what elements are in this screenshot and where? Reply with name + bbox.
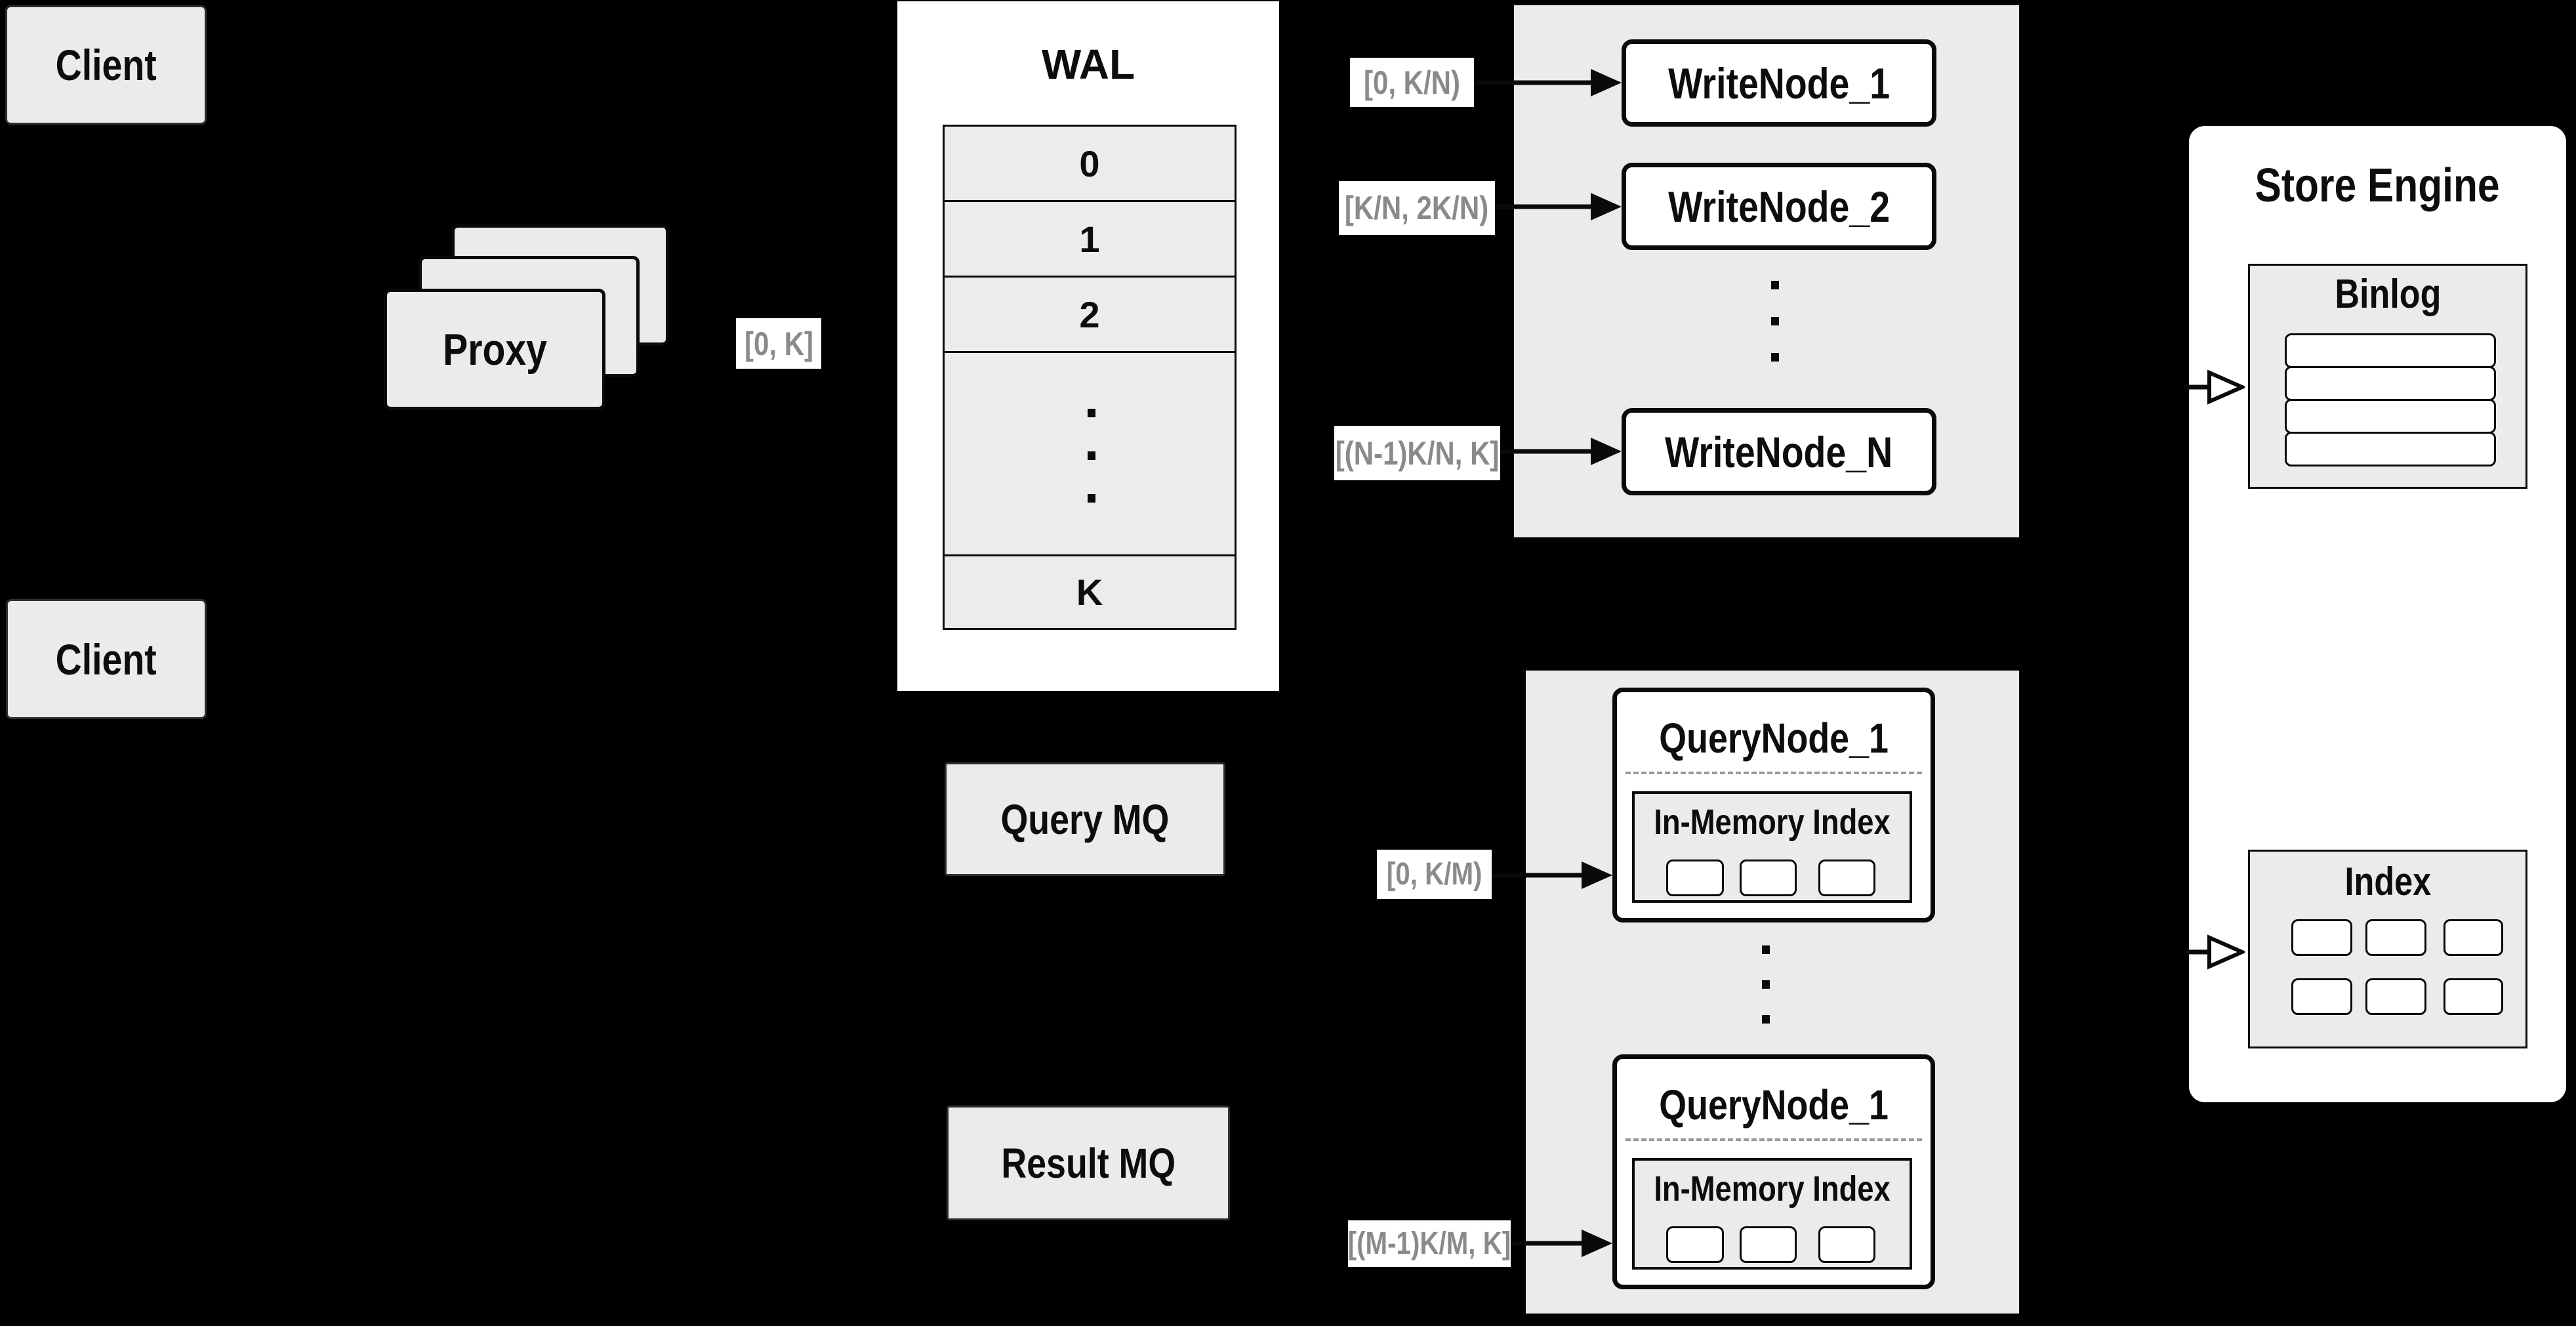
- wal-row-2: 2: [945, 278, 1235, 353]
- index-box: Index: [2248, 850, 2527, 1048]
- store-index-cell: [2365, 919, 2426, 956]
- index-cell: [1818, 1226, 1875, 1263]
- index-cell: [1740, 860, 1797, 896]
- index-cell: [1818, 860, 1875, 896]
- client-box-top: Client: [5, 5, 207, 125]
- client-top-label: Client: [55, 41, 157, 89]
- wal-row-0: 0: [945, 127, 1235, 202]
- store-index-cell: [2291, 919, 2352, 956]
- client-bottom-label: Client: [55, 634, 157, 684]
- binlog-row: [2285, 399, 2496, 434]
- proxy-card-front: Proxy: [384, 289, 605, 410]
- wal-row-k: K: [945, 556, 1235, 628]
- binlog-row: [2285, 432, 2496, 466]
- write-ellipsis-dot: [1771, 317, 1779, 325]
- in-memory-index-bottom: In-Memory Index: [1632, 1158, 1912, 1270]
- query-ellipsis-dot: [1762, 945, 1770, 954]
- query-node-top: QueryNode_1 In-Memory Index: [1612, 688, 1935, 922]
- arrow-to-writenode-n: [1500, 438, 1622, 465]
- wal-row-1: 1: [945, 202, 1235, 278]
- write-node-1: WriteNode_1: [1622, 39, 1936, 127]
- client-box-bottom: Client: [6, 599, 207, 719]
- query-ellipsis-dot: [1762, 1015, 1770, 1024]
- range-label-query-m: [(M-1)K/M, K]: [1348, 1220, 1511, 1267]
- arrow-to-querynode-bottom: [1511, 1230, 1612, 1257]
- write-node-2: WriteNode_2: [1622, 163, 1936, 250]
- dashed-divider: [1625, 1138, 1922, 1141]
- write-ellipsis-dot: [1771, 281, 1779, 289]
- proxy-label: Proxy: [442, 324, 547, 375]
- store-index-cell: [2443, 978, 2503, 1015]
- wal-panel: WAL 0 1 2 K: [897, 1, 1279, 691]
- range-label-write-2: [K/N, 2K/N): [1339, 181, 1495, 235]
- store-index-cell: [2365, 978, 2426, 1015]
- arrow-to-index: [2184, 934, 2245, 970]
- query-node-bottom-title: QueryNode_1: [1659, 1081, 1889, 1129]
- store-index-cell: [2291, 978, 2352, 1015]
- store-index-cell: [2443, 919, 2503, 956]
- index-cell: [1740, 1226, 1797, 1263]
- binlog-row: [2285, 366, 2496, 401]
- query-node-top-title: QueryNode_1: [1659, 715, 1889, 762]
- query-node-bottom: QueryNode_1 In-Memory Index: [1612, 1054, 1935, 1289]
- result-mq-box: Result MQ: [947, 1106, 1230, 1220]
- arrow-to-writenode-2: [1495, 193, 1622, 220]
- range-label-proxy-wal-text: [0, K]: [744, 325, 813, 362]
- binlog-row: [2285, 333, 2496, 368]
- arrow-to-binlog: [2184, 369, 2245, 405]
- query-ellipsis-dot: [1762, 980, 1770, 989]
- in-memory-index-top: In-Memory Index: [1632, 791, 1912, 903]
- wal-title: WAL: [1041, 41, 1135, 88]
- arrow-to-querynode-top: [1492, 861, 1612, 889]
- write-ellipsis-dot: [1771, 353, 1779, 362]
- store-engine-panel: Store Engine Binlog Index: [2189, 126, 2566, 1102]
- index-cell: [1666, 1226, 1724, 1263]
- query-mq-box: Query MQ: [945, 762, 1225, 876]
- dashed-divider: [1625, 772, 1922, 774]
- range-label-proxy-wal: [0, K]: [736, 318, 821, 369]
- arrow-to-writenode-1: [1474, 69, 1622, 96]
- index-cell: [1666, 860, 1724, 896]
- wal-row-ellipsis: [945, 353, 1235, 556]
- write-node-n: WriteNode_N: [1622, 408, 1936, 495]
- range-label-query-1: [0, K/M): [1377, 850, 1492, 899]
- store-engine-title: Store Engine: [2255, 159, 2501, 212]
- binlog-box: Binlog: [2248, 264, 2527, 489]
- range-label-write-n: [(N-1)K/N, K]: [1334, 426, 1500, 480]
- wal-table: 0 1 2 K: [943, 125, 1237, 630]
- range-label-write-1: [0, K/N): [1350, 58, 1474, 107]
